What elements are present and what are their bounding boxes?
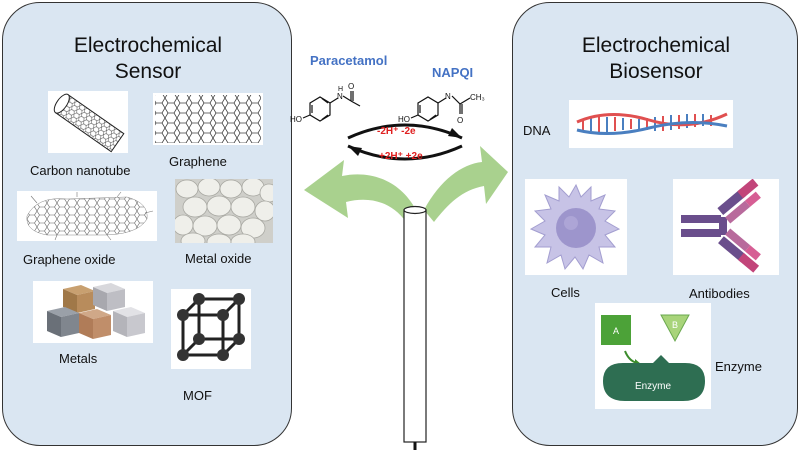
paracetamol-n: N: [337, 92, 343, 101]
graphene-oxide-icon: [26, 191, 154, 241]
metal-oxide-label: Metal oxide: [185, 251, 252, 266]
enzyme-label: Enzyme: [715, 359, 762, 374]
metals-image: [33, 281, 153, 343]
enzyme-body-label: Enzyme: [635, 381, 672, 392]
paracetamol-h: H: [338, 86, 343, 93]
graphene-icon: [155, 95, 261, 143]
dna-label: DNA: [523, 123, 551, 138]
carbon-nanotube-icon: [53, 93, 125, 153]
substrate-b-label: B: [672, 320, 678, 330]
dna-image: [569, 100, 733, 148]
paracetamol-napqi-structures: HO N H O HO N O CH₃: [290, 82, 485, 125]
left-green-arrow: [304, 160, 416, 222]
metal-oxide-image: [175, 179, 273, 243]
napqi-n: N: [445, 92, 451, 101]
biosensor-panel: Electrochemical Biosensor DNA: [512, 2, 798, 446]
carbon-nanotube-label: Carbon nanotube: [30, 163, 131, 178]
sensor-title-line2: Sensor: [114, 60, 182, 83]
carbon-nanotube-image: [48, 91, 128, 153]
paracetamol-label: Paracetamol: [310, 53, 388, 68]
substrate-a: [601, 315, 631, 345]
reduction-arrow: [347, 144, 463, 161]
cell-image: [525, 179, 627, 275]
biosensor-title-line2: Biosensor: [609, 60, 703, 83]
enzyme-body: [603, 355, 705, 401]
graphene-oxide-image: [17, 191, 157, 241]
paracetamol-o: O: [348, 82, 354, 91]
mof-image: [171, 289, 251, 369]
napqi-label: NAPQI: [432, 65, 474, 80]
napqi-oh: HO: [398, 115, 410, 124]
oxidation-label: -2H⁺ -2e: [377, 126, 416, 137]
biosensor-panel-title: Electrochemical Biosensor: [513, 33, 799, 85]
cell-icon: [529, 183, 621, 271]
napqi-structure: [410, 95, 471, 122]
paracetamol-oh: HO: [290, 115, 302, 124]
reduction-label: +2H⁺ +2e: [379, 151, 423, 162]
electrode: [403, 209, 427, 443]
oxidation-arrow: [347, 123, 463, 140]
sensor-panel: Electrochemical Sensor Carbon nanotube: [2, 2, 292, 446]
napqi-o: O: [457, 116, 463, 125]
biosensor-title-line1: Electrochemical: [581, 34, 731, 57]
metals-icon: [47, 283, 145, 339]
paracetamol-structure: [302, 91, 361, 122]
reaction-arrows: [347, 123, 463, 161]
enzyme-image: Enzyme A B: [595, 303, 711, 409]
right-green-arrow: [424, 146, 508, 222]
graphene-label: Graphene: [169, 154, 227, 169]
mof-label: MOF: [183, 388, 212, 403]
graphene-oxide-label: Graphene oxide: [23, 252, 116, 267]
substrate-a-label: A: [613, 326, 619, 336]
antibody-image: [673, 179, 779, 275]
center-graphic: [304, 146, 508, 450]
cells-label: Cells: [551, 285, 580, 300]
sensor-title-line1: Electrochemical: [73, 34, 223, 57]
metal-oxide-icon: [175, 179, 273, 243]
metals-label: Metals: [59, 351, 98, 366]
graphene-image: [153, 93, 263, 145]
dna-icon: [576, 112, 728, 136]
antibody-icon: [681, 179, 761, 273]
antibodies-label: Antibodies: [689, 286, 750, 301]
enzyme-icon: Enzyme A B: [601, 314, 705, 401]
sensor-panel-title: Electrochemical Sensor: [3, 33, 293, 85]
substrate-b: [660, 314, 690, 343]
napqi-ch3: CH₃: [470, 93, 485, 102]
mof-icon: [177, 293, 245, 361]
